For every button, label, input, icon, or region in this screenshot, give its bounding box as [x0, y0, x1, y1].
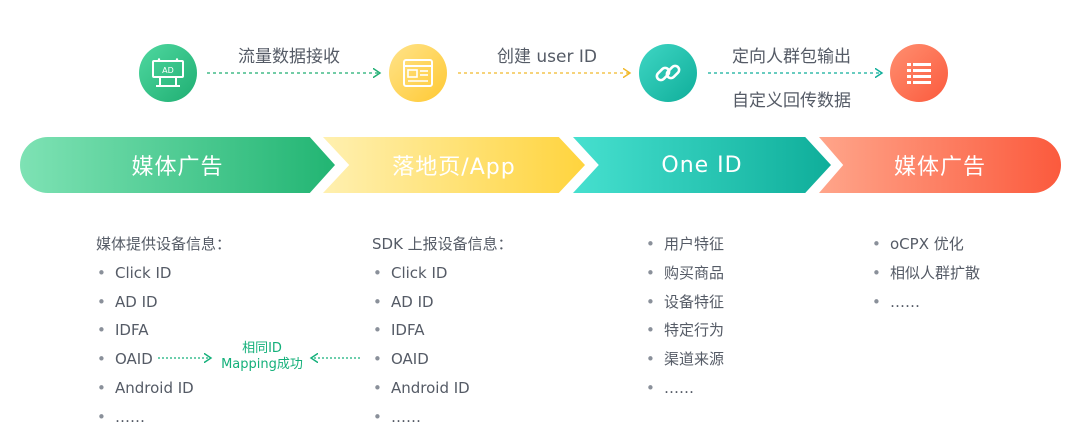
band-one-id: One ID — [573, 137, 831, 193]
flow-label-custom-callback: 自定义回传数据 — [732, 91, 851, 111]
list-item: •…… — [373, 407, 421, 426]
list-item: •OAID — [97, 350, 153, 369]
list-item: •AD ID — [373, 292, 434, 311]
list-item: •…… — [872, 292, 920, 311]
list-item: •Android ID — [373, 378, 470, 397]
list-item: •相似人群扩散 — [872, 263, 981, 282]
band-media-ads: 媒体广告 — [20, 137, 335, 193]
billboard-icon: AD — [139, 44, 197, 102]
list-item: •…… — [97, 407, 145, 426]
list-item: •…… — [646, 378, 694, 397]
mapping-label: 相同ID Mapping成功 — [216, 341, 308, 373]
list-item: •oCPX 优化 — [872, 235, 964, 253]
band-label: 媒体广告 — [131, 155, 224, 180]
list-item: •用户特征 — [646, 235, 725, 253]
column-one-id-features: •用户特征 •购买商品 •设备特征 •特定行为 •渠道来源 •…… — [645, 230, 724, 403]
list-item: •购买商品 — [646, 263, 725, 282]
band-landing-app: 落地页/App — [323, 137, 585, 193]
band-label: 媒体广告 — [893, 155, 986, 180]
column-heading: 媒体提供设备信息： — [96, 235, 232, 253]
mapping-line-2: Mapping成功 — [221, 357, 303, 372]
flow-label-audience-output: 定向人群包输出 — [732, 47, 851, 67]
flow-label-traffic: 流量数据接收 — [238, 47, 340, 67]
column-heading: SDK 上报设备信息： — [372, 235, 513, 253]
list-item: •Click ID — [373, 263, 448, 282]
column-media-device-info: 媒体提供设备信息： •Click ID •AD ID •IDFA •OAID •… — [96, 230, 231, 432]
list-item: •特定行为 — [646, 321, 725, 340]
band-label: 落地页/App — [392, 155, 516, 180]
list-item: •Android ID — [97, 378, 194, 397]
list-item: •IDFA — [373, 321, 425, 340]
band-media-ads-2: 媒体广告 — [819, 137, 1061, 193]
ad-sign-text: AD — [162, 66, 174, 75]
link-icon — [639, 44, 697, 102]
webpage-icon — [389, 44, 447, 102]
list-item: •设备特征 — [646, 292, 725, 311]
band-label: One ID — [661, 152, 743, 178]
flow-label-create-id: 创建 user ID — [497, 47, 597, 67]
list-item: •AD ID — [97, 292, 158, 311]
list-item: •OAID — [373, 350, 429, 369]
column-media-optimization: •oCPX 优化 •相似人群扩散 •…… — [871, 230, 980, 316]
mapping-line-1: 相同ID — [242, 341, 282, 356]
list-icon — [890, 44, 948, 102]
list-item: •Click ID — [97, 263, 172, 282]
column-sdk-device-info: SDK 上报设备信息： •Click ID •AD ID •IDFA •OAID… — [372, 230, 513, 432]
list-item: •渠道来源 — [646, 350, 725, 369]
list-item: •IDFA — [97, 321, 149, 340]
